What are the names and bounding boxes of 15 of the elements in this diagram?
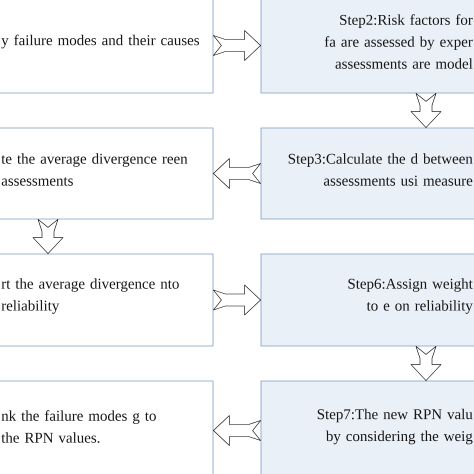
step-box: Step7:The new RPN valu by considering the weig	[260, 380, 474, 474]
step-box: Step6:Assign weight to e on reliability	[260, 254, 474, 346]
block-arrow	[213, 158, 261, 189]
block-arrow	[410, 93, 442, 128]
step-box: te the average divergence reen assessments	[0, 128, 214, 220]
block-arrow	[213, 415, 261, 446]
step-box: Step3:Calculate the d between assessments usi measure	[260, 128, 474, 220]
step-box: rt the average divergence nto reliability	[0, 254, 214, 346]
block-arrow	[213, 284, 261, 316]
step-box: nk the failure modes g to the RPN values.	[0, 380, 214, 474]
block-arrow	[32, 219, 64, 254]
block-arrow	[213, 30, 261, 61]
step-box: Step2:Risk factors for fa are assessed by exper assessments are model	[260, 0, 474, 94]
block-arrow	[410, 346, 442, 381]
step-box: y failure modes and their causes	[0, 0, 214, 94]
